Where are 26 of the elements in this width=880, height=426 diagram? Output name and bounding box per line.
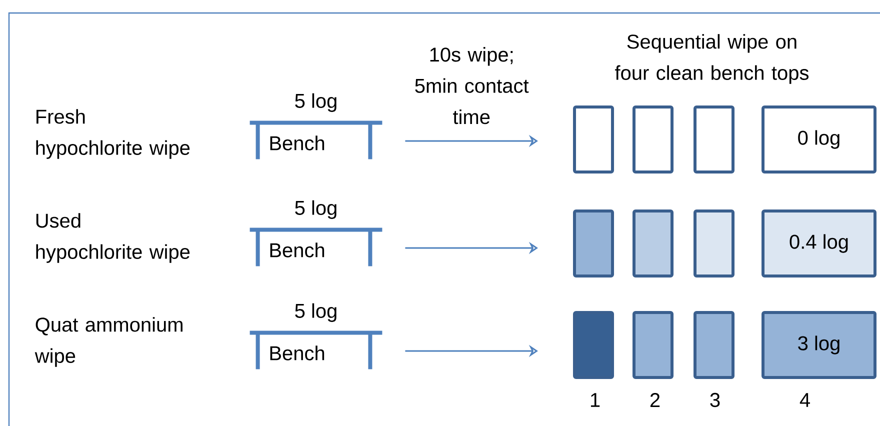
column-number: 3 (710, 392, 720, 408)
result-box: 3 log (762, 311, 876, 379)
bench-top-box (694, 210, 734, 278)
bench-top-box (694, 106, 734, 174)
bench-top-box (573, 106, 614, 174)
bench-drawing: Bench (250, 228, 382, 266)
bench-top-box (632, 106, 674, 174)
beside-label: 5 log (295, 200, 336, 219)
bench-drawing: Bench (250, 120, 382, 160)
result-box: 0.4 log (762, 210, 876, 278)
row-label: Used hypochlorite wipe (36, 213, 190, 263)
bench-drawing: Bench (250, 330, 382, 370)
column-number: 2 (650, 393, 660, 407)
bench-top-box (632, 311, 674, 379)
result-box: 0 log (762, 106, 876, 174)
row-label: Quat ammonium wipe (34, 317, 182, 367)
bench-top-box (573, 210, 614, 278)
bench-top-box (694, 311, 734, 379)
edge-label: 10s wipe; 5min contact time (415, 47, 529, 124)
beside-label: 5 log (295, 93, 336, 112)
bench-top-box (573, 311, 614, 379)
heading: Sequential wipe on four clean bench tops (615, 34, 808, 84)
row-label: Fresh hypochlorite wipe (36, 109, 190, 159)
beside-label: 5 log (295, 303, 336, 322)
bench-top-box (632, 210, 674, 278)
column-number: 1 (590, 393, 600, 407)
